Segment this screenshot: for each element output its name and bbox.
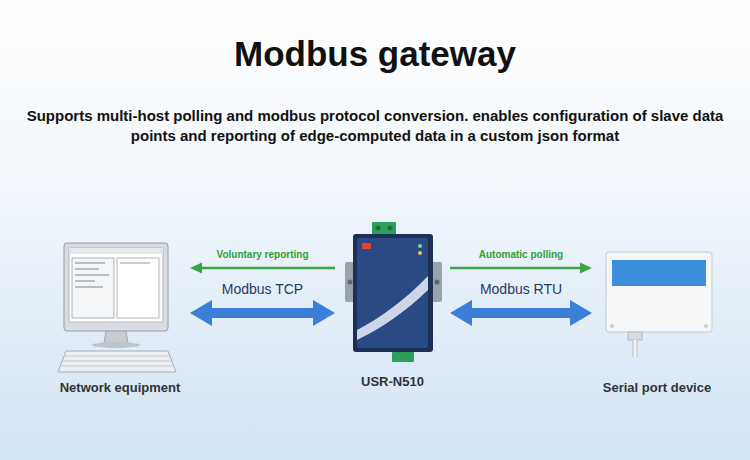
edge-label: Modbus RTU <box>480 281 562 297</box>
edge-label-wrap: Modbus RTU <box>480 281 562 297</box>
cable <box>633 340 638 357</box>
keyboard <box>58 351 176 372</box>
edge-label-wrap: Voluntary reporting <box>216 249 308 260</box>
key-row <box>62 361 172 362</box>
screen-window <box>72 258 114 318</box>
screw-hole <box>704 324 708 328</box>
edge-label: Automatic polling <box>479 249 563 260</box>
gateway-illustration <box>345 222 442 362</box>
device-caption: Serial port device <box>603 380 711 395</box>
title-wrap: Modbus gateway <box>0 33 750 75</box>
status-led <box>418 244 422 248</box>
sensor-housing <box>606 252 712 332</box>
key-row <box>64 356 170 357</box>
arrow-connector <box>450 263 592 274</box>
mounting-hole <box>435 280 440 285</box>
edge-label-wrap: Automatic polling <box>479 249 563 260</box>
screen-line <box>75 262 105 264</box>
page-title: Modbus gateway <box>0 33 750 75</box>
monitor-screen <box>69 248 163 322</box>
device-node: Serial port device <box>592 245 722 398</box>
sensor-illustration <box>606 252 712 357</box>
terminal-block <box>372 222 396 235</box>
key-row <box>60 366 174 367</box>
terminal-screw <box>388 226 393 231</box>
mounting-hole <box>348 280 353 285</box>
arrow-connector <box>190 263 335 274</box>
device-logo <box>362 243 371 249</box>
terminal-block <box>392 352 414 362</box>
screen-toolbar <box>69 248 163 254</box>
cable <box>634 340 637 357</box>
subtitle: Supports multi-host polling and modbus p… <box>10 106 740 146</box>
edge-label: Modbus TCP <box>222 281 303 297</box>
sensor-band <box>612 260 706 286</box>
device-caption: USR-N510 <box>361 374 424 389</box>
screen-window <box>117 258 159 318</box>
cable-gland <box>628 332 642 340</box>
arrow-connector <box>190 300 335 326</box>
edge-label-wrap: Modbus TCP <box>222 281 303 297</box>
device-node: USR-N510 <box>335 220 450 392</box>
screen-line <box>75 280 95 282</box>
device-caption: Network equipment <box>60 380 181 395</box>
screen-line <box>120 262 150 264</box>
computer-illustration <box>58 243 176 372</box>
device-swoosh <box>357 276 428 340</box>
device-body <box>353 234 433 352</box>
device-node: Network equipment <box>50 238 190 398</box>
terminal-screw <box>376 226 381 231</box>
monitor-stand <box>104 331 128 343</box>
screen-line <box>75 268 99 270</box>
screw-hole <box>610 324 614 328</box>
monitor-bezel <box>64 243 168 331</box>
status-led <box>418 251 422 255</box>
edge-label: Voluntary reporting <box>216 249 308 260</box>
arrow-connector <box>450 300 592 326</box>
screen-line <box>75 274 109 276</box>
screen-line <box>75 286 103 288</box>
stand-base <box>92 342 140 348</box>
label-wrap: Supports multi-host polling and modbus p… <box>10 106 740 146</box>
device-front <box>357 238 428 348</box>
